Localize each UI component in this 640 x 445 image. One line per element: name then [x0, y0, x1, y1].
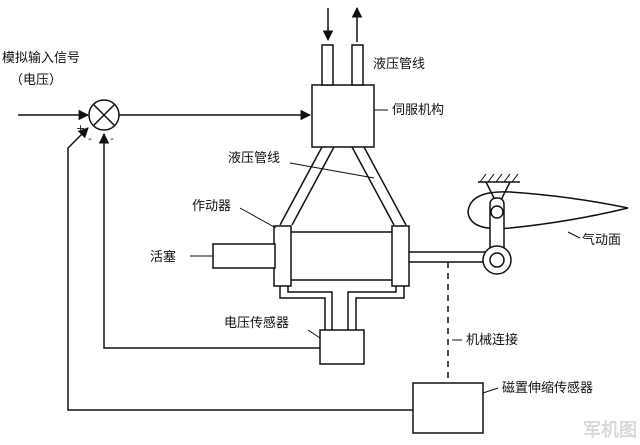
magnetostrictive-sensor-box	[412, 382, 484, 434]
ground-hatch	[479, 173, 519, 183]
label-plus: +	[76, 122, 85, 135]
label-hyd-line-mid: 液压管线	[228, 151, 280, 166]
label-voltage-sensor: 电压传感器	[224, 315, 289, 331]
voltage-sensor-box	[319, 329, 365, 365]
watermark-logo: 军机图	[583, 420, 637, 441]
label-servo: 伺服机构	[392, 103, 444, 118]
label-mech-link: 机械连接	[466, 332, 518, 348]
label-input-voltage: （电压）	[10, 73, 62, 88]
summing-junction	[88, 99, 120, 131]
hyd-pipe-in	[321, 44, 334, 86]
actuator-end-cap-left	[273, 225, 292, 287]
servo-box	[311, 84, 375, 148]
leader-lines	[190, 109, 581, 394]
hyd-pipe-out	[351, 44, 364, 86]
crank-joint-inner	[489, 252, 505, 268]
label-control-surface: 气动面	[582, 232, 621, 248]
label-magnetostrictive-sensor: 磁置伸缩传感器	[502, 380, 593, 396]
actuator-end-cap-right	[391, 225, 410, 287]
hyd-lines-to-actuator	[279, 146, 407, 226]
label-minus-1: -	[88, 132, 92, 145]
actuator-cylinder	[284, 231, 401, 281]
label-input-signal: 模拟输入信号	[2, 50, 80, 66]
label-piston: 活塞	[150, 249, 176, 265]
voltage-sensor-tubes	[279, 286, 405, 330]
label-actuator: 作动器	[192, 199, 231, 214]
label-minus-2: -	[110, 132, 114, 145]
label-hyd-line-top: 液压管线	[373, 57, 425, 72]
hinge-pivot	[490, 205, 504, 219]
piston-rod	[212, 243, 276, 269]
position-feedback-line	[67, 127, 413, 411]
voltage-feedback-line	[98, 132, 320, 349]
